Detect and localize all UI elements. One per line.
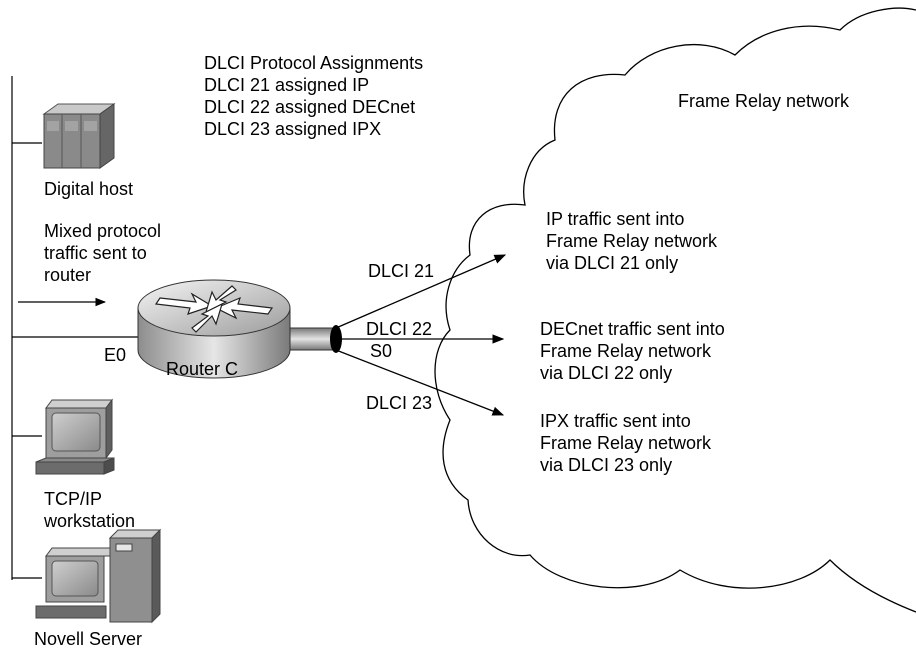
incoming-line: traffic sent to	[44, 243, 147, 263]
serial-interface-icon	[289, 325, 342, 353]
dlci-21-description: IP traffic sent into Frame Relay network…	[546, 208, 717, 274]
dlci-21-label: DLCI 21	[368, 261, 435, 281]
dlci-23-label: DLCI 23	[366, 393, 433, 413]
description-line: Frame Relay network	[540, 341, 712, 361]
serial-interface-label: S0	[370, 341, 393, 361]
digital-host-icon	[42, 103, 116, 169]
dlci-assignments: DLCI Protocol Assignments DLCI 21 assign…	[204, 52, 423, 140]
description-line: via DLCI 22 only	[540, 363, 673, 383]
assignment-line: DLCI 23 assigned IPX	[204, 119, 382, 139]
dlci-23-arrow	[335, 349, 505, 416]
cloud-label: Frame Relay network	[678, 91, 850, 111]
dlci-22-description: DECnet traffic sent into Frame Relay net…	[540, 318, 725, 384]
dlci-23-description: IPX traffic sent into Frame Relay networ…	[540, 410, 711, 476]
workstation-label-line: TCP/IP	[44, 489, 103, 509]
router-label: Router C	[166, 359, 239, 379]
router-icon	[137, 279, 291, 379]
description-line: DECnet traffic sent into	[540, 319, 725, 339]
workstation-icon	[35, 398, 115, 475]
description-line: via DLCI 21 only	[546, 253, 679, 273]
description-line: Frame Relay network	[540, 433, 712, 453]
description-line: Frame Relay network	[546, 231, 718, 251]
novell-server-label: Novell Server	[34, 629, 143, 649]
novell-server-icon	[35, 528, 162, 624]
assignment-line: DLCI 22 assigned DECnet	[204, 97, 416, 117]
dlci-21-arrow	[335, 254, 507, 329]
description-line: via DLCI 23 only	[540, 455, 673, 475]
assignment-line: DLCI 21 assigned IP	[204, 75, 370, 95]
dlci-22-label: DLCI 22	[366, 319, 433, 339]
description-line: IP traffic sent into	[546, 209, 685, 229]
incoming-line: Mixed protocol	[44, 221, 162, 241]
workstation-label-line: workstation	[44, 511, 136, 531]
assignments-title: DLCI Protocol Assignments	[204, 53, 424, 73]
frame-relay-cloud	[434, 7, 916, 613]
description-line: IPX traffic sent into	[540, 411, 691, 431]
incoming-traffic-label: Mixed protocol traffic sent to router	[44, 220, 161, 286]
incoming-line: router	[44, 265, 92, 285]
workstation-label: TCP/IP workstation	[44, 488, 135, 532]
ethernet-interface-label: E0	[104, 345, 127, 365]
digital-host-label: Digital host	[44, 179, 134, 199]
